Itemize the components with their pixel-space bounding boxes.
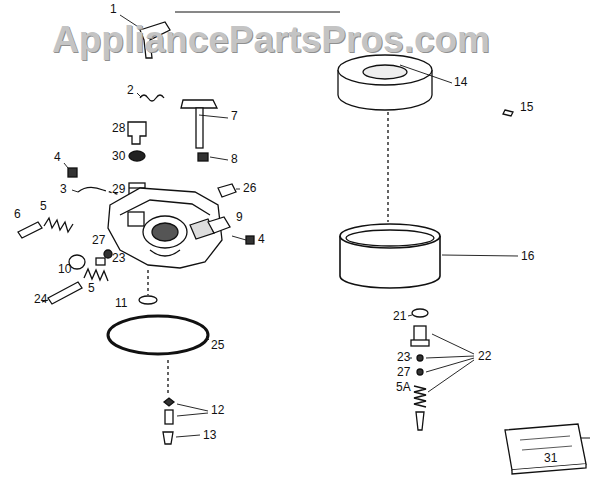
callout-number: 5A bbox=[396, 381, 411, 394]
callout-number: 29 bbox=[112, 183, 125, 196]
callout-number: 15 bbox=[520, 101, 533, 114]
callout-number: 5 bbox=[88, 282, 95, 295]
callout-number: 27 bbox=[397, 366, 410, 379]
callout-number: 13 bbox=[203, 429, 216, 442]
callout-number: 7 bbox=[231, 110, 238, 123]
callout-number: 27 bbox=[92, 234, 105, 247]
callout-number: 3 bbox=[60, 183, 67, 196]
callout-number: 9 bbox=[236, 211, 243, 224]
callout-number: 1 bbox=[110, 3, 117, 16]
callout-number: 4 bbox=[54, 151, 61, 164]
callout-number: 31 bbox=[544, 452, 557, 465]
callout-number: 30 bbox=[112, 150, 125, 163]
callout-number: 12 bbox=[211, 404, 224, 417]
callout-number: 5 bbox=[40, 200, 47, 213]
callout-number: 16 bbox=[521, 250, 534, 263]
callout-number: 24 bbox=[34, 293, 47, 306]
watermark: AppliancePartsPros.com bbox=[52, 20, 490, 60]
callout-number: 23 bbox=[112, 252, 125, 265]
callout-number: 21 bbox=[393, 310, 406, 323]
callout-number: 10 bbox=[58, 263, 71, 276]
callout-number: 11 bbox=[115, 297, 127, 310]
callout-number: 6 bbox=[14, 208, 21, 221]
callout-number: 23 bbox=[397, 351, 410, 364]
callout-number: 14 bbox=[454, 76, 467, 89]
callout-number: 25 bbox=[211, 339, 224, 352]
callout-number: 4 bbox=[258, 233, 265, 246]
callout-number: 2 bbox=[127, 84, 134, 97]
callout-number: 8 bbox=[231, 153, 238, 166]
callout-number: 26 bbox=[243, 182, 256, 195]
callout-number: 28 bbox=[112, 122, 125, 135]
callout-number: 22 bbox=[478, 350, 491, 363]
